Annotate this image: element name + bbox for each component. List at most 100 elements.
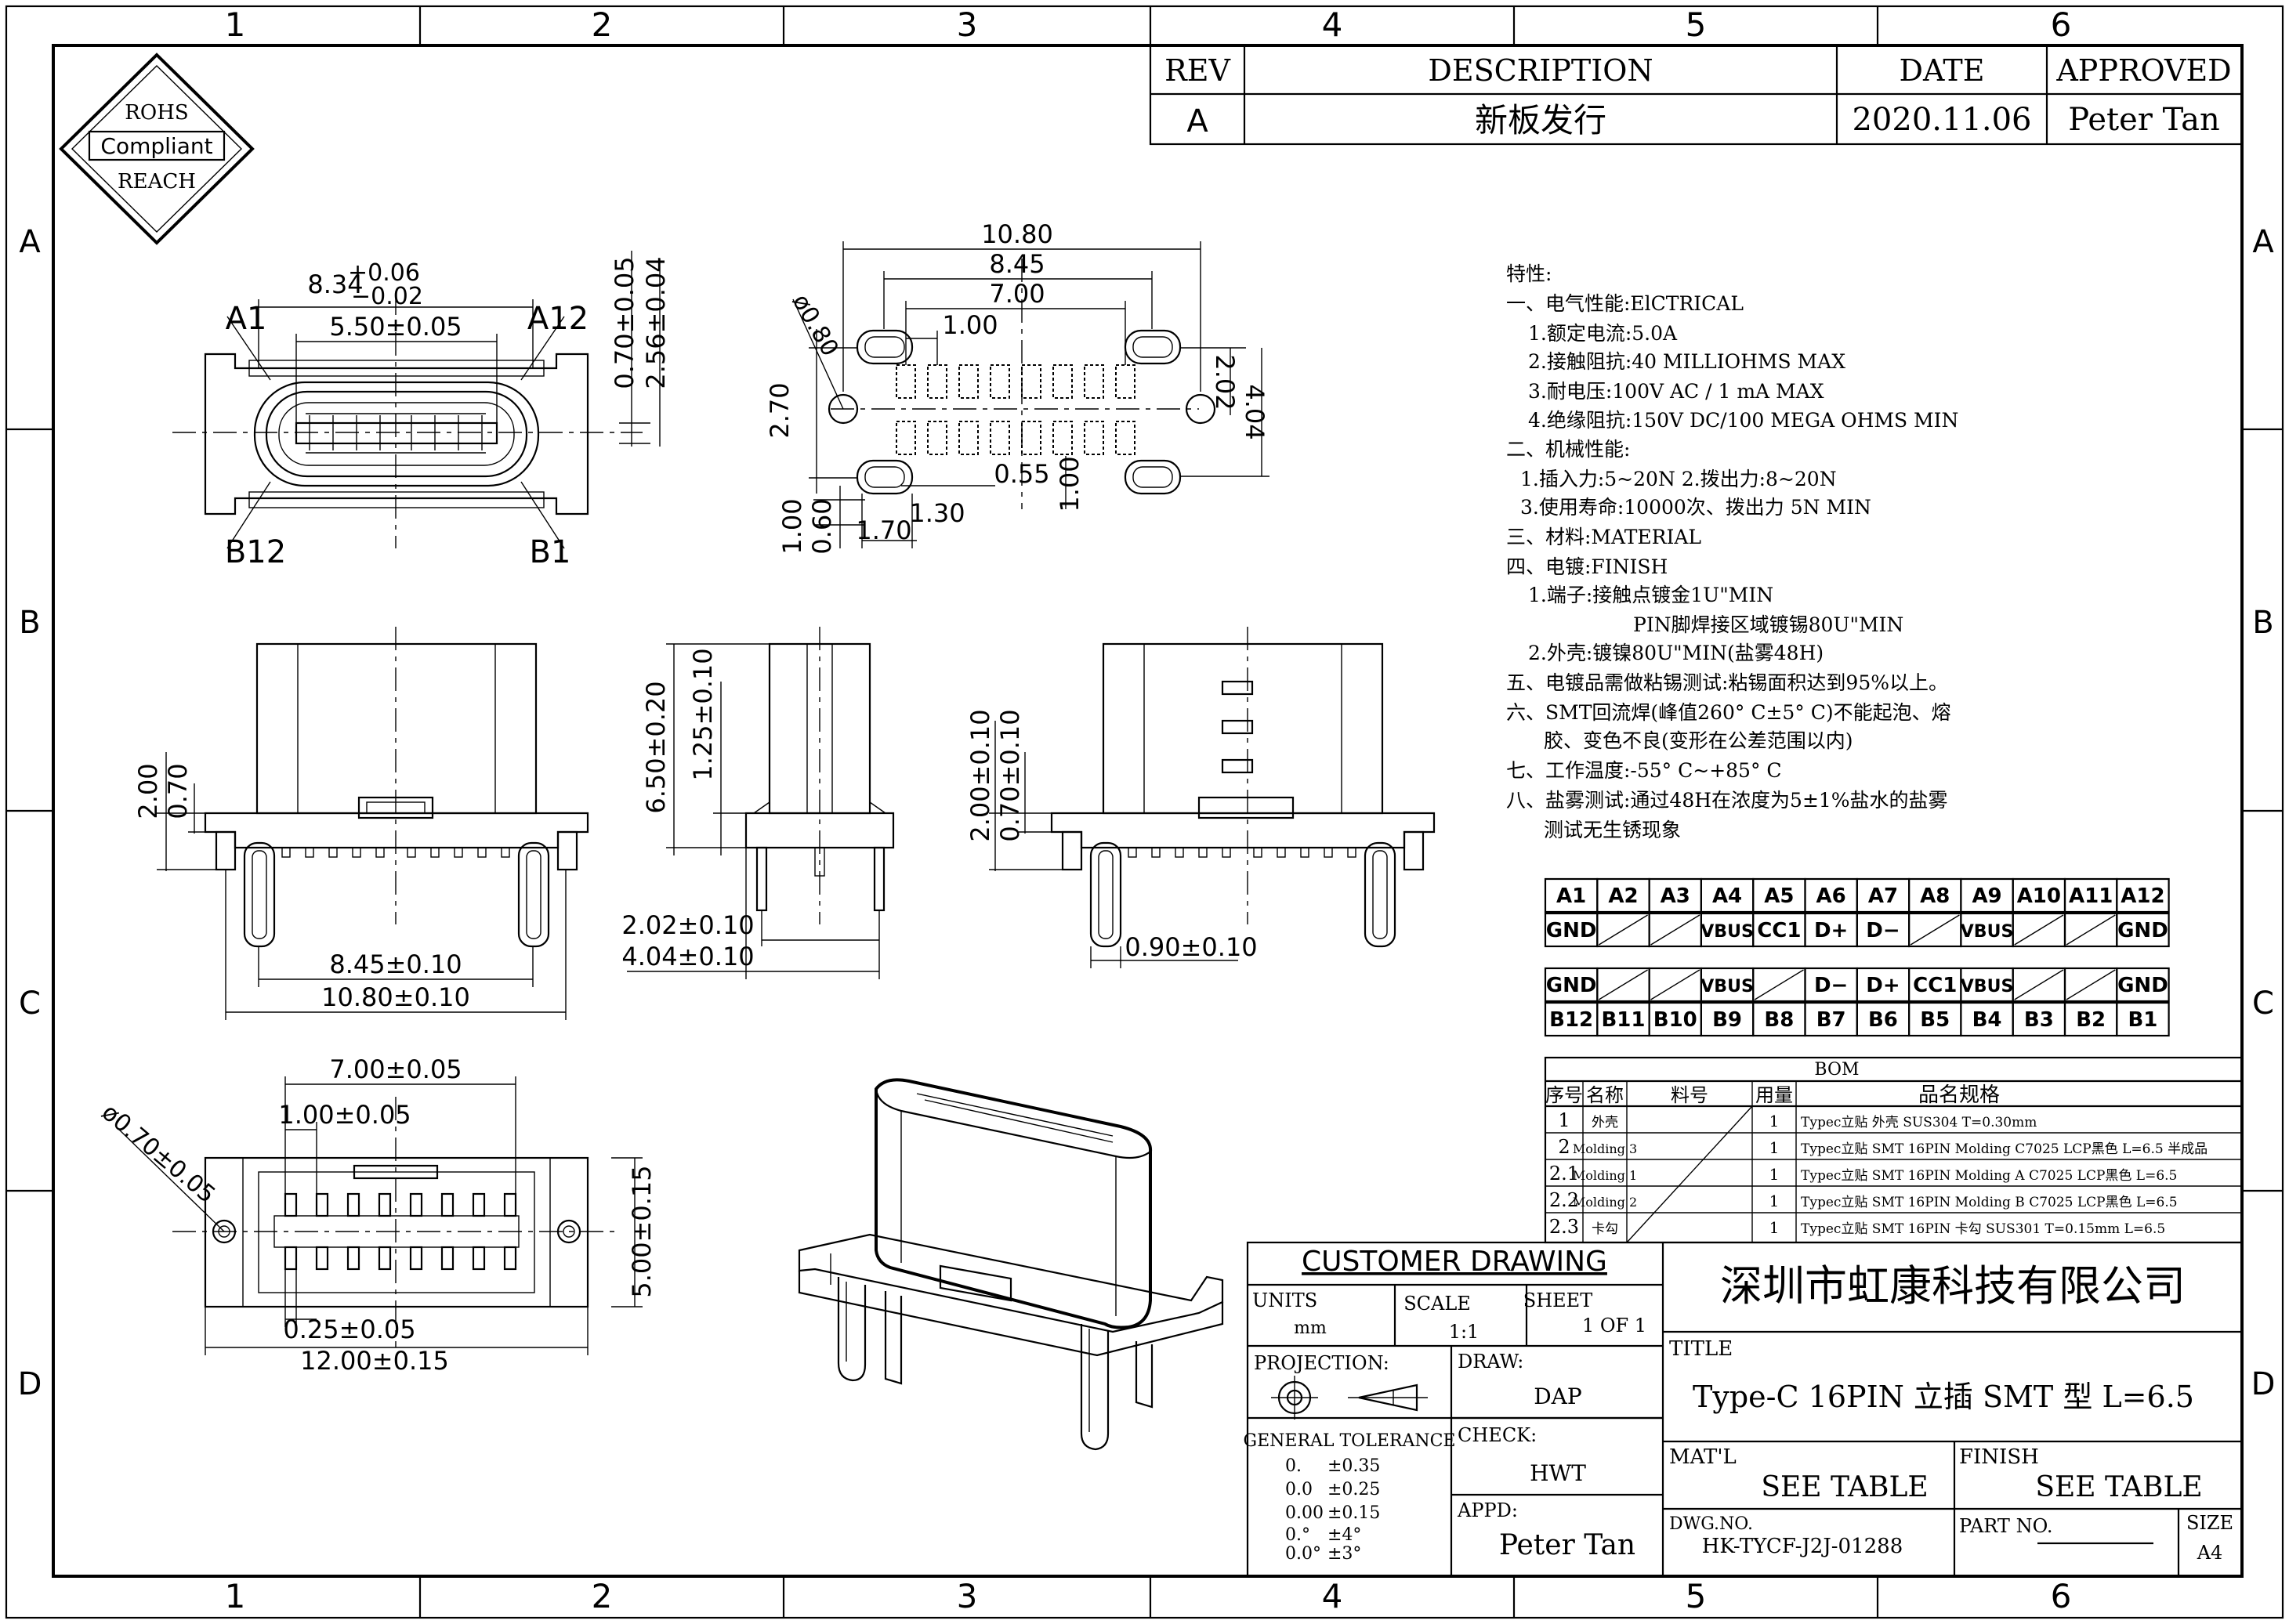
approved-header: APPROVED <box>2055 53 2231 88</box>
row-label-left-C: C <box>19 986 41 1022</box>
label-b12: B12 <box>225 534 286 570</box>
col-label-top-4: 4 <box>1322 5 1343 44</box>
pin-label: VBUS <box>1700 977 1754 996</box>
scale-label: SCALE <box>1403 1293 1471 1315</box>
spec-line-6: 二、机械性能: <box>1506 438 1630 461</box>
fp-w1-dim: 10.80 <box>981 219 1053 249</box>
top-view-pins <box>309 415 483 450</box>
draw-value: DAP <box>1534 1383 1582 1409</box>
sheet-frame <box>5 5 2284 1619</box>
bom-table: BOM 序号 名称 料号 用量 品名规格 1 外壳 1 Typec立贴 外壳 S… <box>1544 1056 2244 1244</box>
bom-row-3-spec: Typec立贴 SMT 16PIN Molding A C7025 LCP黑色 … <box>1801 1168 2177 1184</box>
pin-label: B5 <box>1920 1008 1950 1032</box>
side-w1-dim: 2.02±0.10 <box>621 910 754 940</box>
row-label-left-B: B <box>19 605 40 641</box>
fp-l4-dim: 1.70 <box>856 515 911 545</box>
top-view: 8.34 +0.06 −0.02 5.50±0.05 A1 A12 B12 B1… <box>172 251 671 570</box>
specs-block: 特性: 一、电气性能:ElCTRICAL 1.额定电流:5.0A 2.接触阻抗:… <box>1506 262 1958 841</box>
rohs-mid-text: Compliant <box>100 133 212 159</box>
fp-hole-dim: ø0.80 <box>787 290 844 361</box>
row-label-right-D: D <box>2251 1366 2276 1402</box>
title-block: CUSTOMER DRAWING UNITS mm SCALE 1:1 SHEE… <box>1244 1241 2244 1578</box>
pin-label: A5 <box>1764 884 1794 908</box>
row-label-right-C: C <box>2252 986 2274 1022</box>
row-label-left-D: D <box>18 1366 42 1402</box>
fp-w3-dim: 7.00 <box>989 279 1045 309</box>
spec-line-15: 六、SMT回流焊(峰值260° C±5° C)不能起泡、熔 <box>1506 701 1951 724</box>
bottom-view-pads <box>284 1192 517 1271</box>
top-h1-dim: 0.70±0.05 <box>610 256 639 389</box>
bom-header-qty: 用量 <box>1755 1084 1793 1106</box>
pin-cell <box>2116 1001 2170 1037</box>
pin-empty-slash <box>1598 914 1648 946</box>
draw-label: DRAW: <box>1458 1351 1523 1373</box>
bottom-pitch-dim: 1.00±0.05 <box>278 1100 411 1130</box>
spec-line-5: 4.绝缘阻抗:150V DC/100 MEGA OHMS MIN <box>1528 409 1958 432</box>
projection-symbol-icon <box>1271 1376 1428 1420</box>
pin-label: GND <box>1546 919 1597 942</box>
pin-label: GND <box>1546 974 1597 997</box>
matl-value: SEE TABLE <box>1761 1471 1928 1503</box>
side-view-2: 2.00±0.10 0.70±0.10 0.90±0.10 <box>965 627 1436 968</box>
bom-row-1-name: 外壳 <box>1592 1115 1618 1130</box>
footprint-pads <box>896 364 1135 455</box>
bottom-hole-dim: ø0.70±0.05 <box>96 1098 220 1209</box>
spec-line-19: 测试无生锈现象 <box>1544 819 1681 841</box>
top-width-tol-plus: +0.06 <box>348 259 420 287</box>
pin-label: D+ <box>1814 919 1848 942</box>
rohs-bot-text: REACH <box>118 170 196 194</box>
side-h2-dim: 1.25±0.10 <box>688 648 718 780</box>
spec-line-2: 1.额定电流:5.0A <box>1528 322 1678 345</box>
pin-empty-slash <box>2014 969 2064 1000</box>
pin-label: B2 <box>2076 1008 2106 1032</box>
pin-empty-slash <box>1598 969 1648 1000</box>
col-label-bottom-3: 3 <box>957 1577 978 1615</box>
pin-label: A8 <box>1920 884 1950 908</box>
check-value: HWT <box>1530 1460 1586 1486</box>
spec-line-13: 2.外壳:镀镍80U"MIN(盐雾48H) <box>1528 642 1824 664</box>
pin-label: B1 <box>2128 1008 2157 1032</box>
side-w2-dim: 4.04±0.10 <box>621 942 754 971</box>
tol-2-v: ±0.15 <box>1327 1503 1380 1523</box>
finish-label: FINISH <box>1959 1445 2039 1469</box>
fp-h-right2-dim: 4.04 <box>1240 384 1269 439</box>
top-width-tol-minus: −0.02 <box>351 283 423 310</box>
units-label: UNITS <box>1252 1289 1317 1311</box>
pin-label: B11 <box>1601 1008 1645 1032</box>
spec-line-3: 2.接触阻抗:40 MILLIOHMS MAX <box>1528 350 1845 373</box>
label-a12: A12 <box>527 301 589 337</box>
pin-empty-slash <box>2014 914 2064 946</box>
pin-label: A12 <box>2121 884 2164 908</box>
date-value: 2020.11.06 <box>1852 102 2031 138</box>
spec-line-8: 3.使用寿命:10000次、拨出力 5N MIN <box>1520 496 1871 519</box>
bom-row-4-name: Molding 2 <box>1573 1195 1637 1210</box>
fp-l2-dim: 0.60 <box>807 498 837 554</box>
col-label-bottom-2: 2 <box>592 1577 613 1615</box>
pin-empty-slash <box>1910 914 1960 946</box>
part-label: PART NO. <box>1959 1515 2052 1537</box>
pin-label: B7 <box>1816 1008 1846 1032</box>
bom-header-no: 序号 <box>1545 1084 1583 1106</box>
tol-4-k: 0.0° <box>1285 1544 1321 1564</box>
bom-row-3-no: 2.1 <box>1549 1163 1579 1185</box>
side-h1-dim: 6.50±0.20 <box>641 681 671 813</box>
pin-label: A10 <box>2017 884 2061 908</box>
tol-4-v: ±3° <box>1327 1544 1361 1564</box>
bom-row-4-spec: Typec立贴 SMT 16PIN Molding B C7025 LCP黑色 … <box>1801 1195 2178 1210</box>
bom-header-spec: 品名规格 <box>1918 1083 2000 1107</box>
front-w1-dim: 8.45±0.10 <box>329 949 462 979</box>
label-a1: A1 <box>226 301 267 337</box>
bottom-w2-dim: 12.00±0.15 <box>300 1346 449 1376</box>
fp-l3-dim: 1.30 <box>909 498 965 528</box>
col-label-top-1: 1 <box>225 5 246 44</box>
description-header: DESCRIPTION <box>1428 53 1653 88</box>
front-h1-dim: 2.00 <box>133 763 163 819</box>
bottom-h1-dim: 5.00±0.15 <box>627 1165 657 1297</box>
pin-label: GND <box>2117 974 2168 997</box>
sheet-label: SHEET <box>1523 1289 1592 1311</box>
front-w2-dim: 10.80±0.10 <box>321 982 470 1012</box>
side-view-2-pins <box>1128 847 1356 858</box>
tol-3-k: 0.° <box>1285 1525 1310 1545</box>
rohs-badge: ROHS Compliant REACH <box>59 52 255 245</box>
spec-line-10: 四、电镀:FINISH <box>1506 555 1668 578</box>
